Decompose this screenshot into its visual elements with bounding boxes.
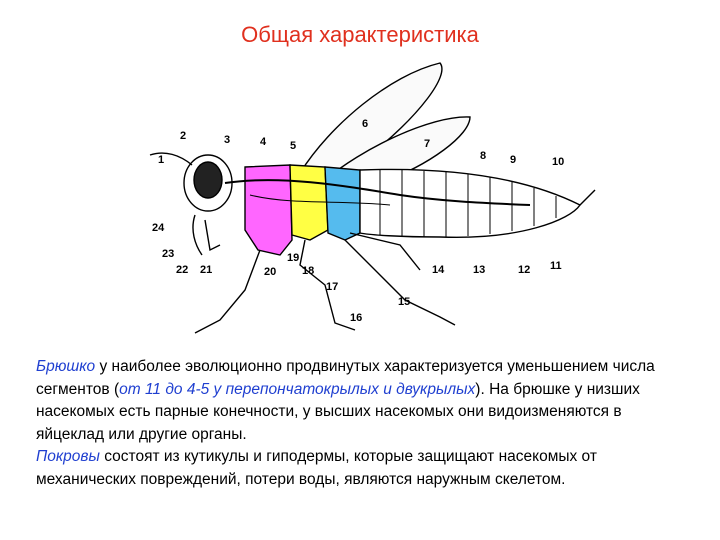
label-21: 21	[200, 264, 212, 276]
label-10: 10	[552, 156, 564, 168]
label-18: 18	[302, 265, 314, 277]
label-16: 16	[350, 312, 362, 324]
label-12: 12	[518, 264, 530, 276]
label-20: 20	[264, 266, 276, 278]
insect-anatomy-figure: 1 2 3 4 5 6 7 8 9 10 11 12 13 14 15 16 1…	[140, 55, 610, 345]
label-1: 1	[158, 154, 164, 166]
label-24: 24	[152, 222, 165, 234]
label-14: 14	[432, 264, 445, 276]
label-6: 6	[362, 118, 368, 130]
term-integument: Покровы	[36, 448, 100, 465]
label-8: 8	[480, 150, 486, 162]
segment-magenta	[244, 164, 293, 256]
label-3: 3	[224, 134, 230, 146]
label-2: 2	[180, 130, 186, 142]
label-5: 5	[290, 140, 296, 152]
p1-text-a: у наиболее эволюционно продвинутых харак…	[36, 358, 655, 398]
label-15: 15	[398, 296, 410, 308]
description-text: Брюшко у наиболее эволюционно продвинуты…	[36, 356, 686, 491]
label-19: 19	[287, 252, 299, 264]
label-11: 11	[550, 260, 562, 272]
term-abdomen: Брюшко	[36, 358, 96, 375]
label-22: 22	[176, 264, 188, 276]
label-23: 23	[162, 248, 174, 260]
segment-cyan	[324, 166, 361, 241]
label-13: 13	[473, 264, 485, 276]
p1-text-b: ). На брюшке у низших насекомых есть пар…	[36, 380, 640, 443]
segment-count-note: от 11 до 4-5 у перепончатокрылых и двукр…	[119, 380, 476, 398]
label-9: 9	[510, 154, 516, 166]
p2-text: состоят из кутикулы и гиподермы, которые…	[36, 448, 597, 488]
slide-title: Общая характеристика	[241, 22, 479, 47]
label-4: 4	[260, 136, 267, 148]
label-17: 17	[326, 281, 338, 293]
label-7: 7	[424, 138, 430, 150]
insect-anatomy-drawing: 1 2 3 4 5 6 7 8 9 10 11 12 13 14 15 16 1…	[149, 62, 596, 334]
